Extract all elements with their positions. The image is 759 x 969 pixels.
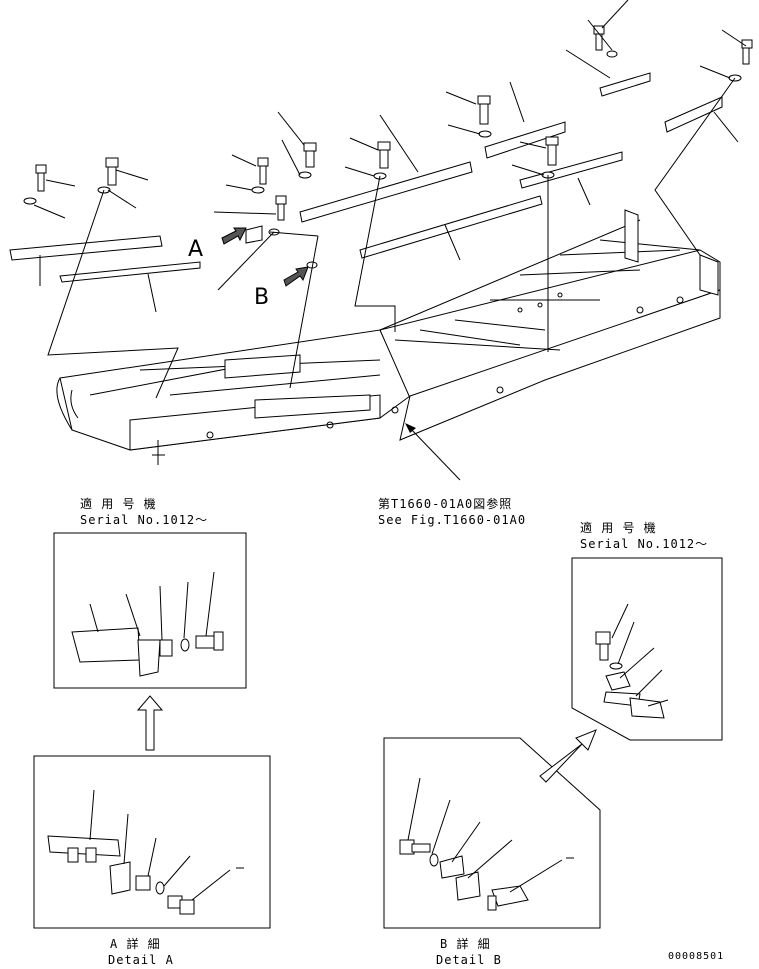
detail-a-box: [33, 755, 271, 929]
detail-b-en: Detail B: [436, 953, 502, 967]
section-arrow-a: [221, 227, 247, 245]
diagonal-arrow: [539, 729, 597, 783]
detail-a-en: Detail A: [108, 953, 174, 967]
detail-a-jp: A 詳 細: [110, 937, 161, 951]
serial-right-jp: 適 用 号 機: [580, 521, 657, 535]
reference-label-jp: 第T1660-01A0図参照: [378, 497, 513, 511]
serial-left-en: Serial No.1012～: [80, 513, 209, 527]
main-frame: [56, 209, 721, 465]
callout-letter-b: B: [254, 285, 270, 310]
serial-box-left: [53, 532, 247, 689]
up-arrow: [136, 695, 164, 751]
leader-lines: [33, 0, 747, 399]
section-arrow-b: [283, 266, 309, 287]
drawing-number: 00008501: [668, 951, 725, 962]
serial-left-jp: 適 用 号 機: [80, 497, 157, 511]
serial-right-en: Serial No.1012～: [580, 537, 709, 551]
reference-label-en: See Fig.T1660-01A0: [378, 513, 527, 527]
callout-letter-a: A: [188, 237, 204, 262]
detail-b-jp: B 詳 細: [440, 937, 491, 951]
reference-arrow: [405, 423, 461, 481]
serial-box-right: [571, 557, 723, 741]
detail-b-box: [383, 737, 601, 929]
bolts: [23, 25, 753, 269]
angle-brackets: [9, 72, 723, 283]
